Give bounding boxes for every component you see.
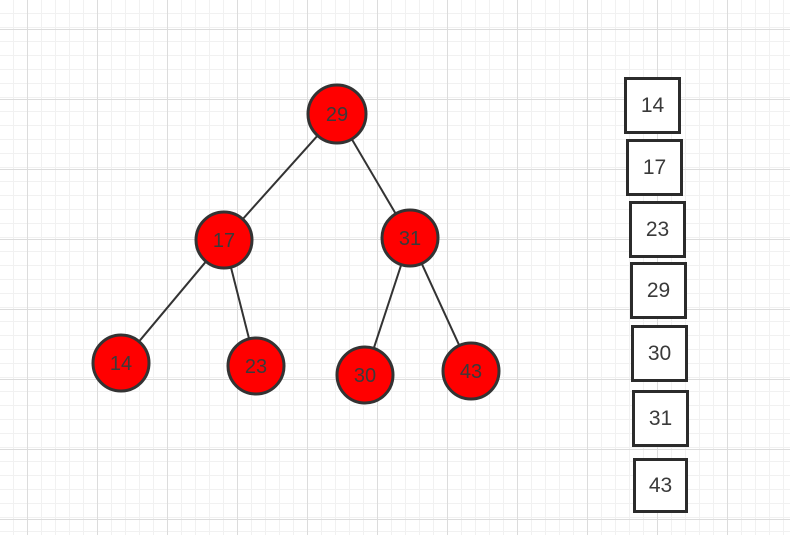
tree-node-label-29: 29 (326, 104, 348, 126)
tree-edge-n17-n23 (229, 265, 251, 341)
tree-node-label-14: 14 (110, 353, 132, 375)
tree-node-circle-29[interactable] (306, 83, 368, 145)
tree-node-label-31: 31 (399, 228, 421, 250)
array-box-30[interactable]: 30 (631, 325, 688, 382)
tree-node-circle-43[interactable] (441, 341, 501, 401)
tree-node-43[interactable]: 43 (441, 341, 501, 401)
tree-edge-n31-n43 (420, 262, 461, 347)
tree-node-circle-23[interactable] (226, 336, 286, 396)
tree-node-29[interactable]: 29 (306, 83, 368, 145)
tree-node-31[interactable]: 31 (380, 208, 440, 268)
tree-node-label-30: 30 (354, 365, 376, 387)
tree-node-circle-30[interactable] (335, 345, 395, 405)
array-box-label: 31 (648, 406, 673, 430)
tree-edge-n17-n14 (137, 260, 208, 343)
tree-nodes-group: 29 17 31 14 23 30 43 (91, 83, 501, 405)
tree-node-label-17: 17 (213, 230, 235, 252)
tree-node-23[interactable]: 23 (226, 336, 286, 396)
tree-node-label-23: 23 (245, 356, 267, 378)
array-box-label: 29 (646, 278, 671, 302)
tree-edge-n29-n31 (350, 137, 398, 216)
tree-node-label-43: 43 (460, 361, 482, 383)
tree-edges-group (137, 134, 461, 350)
array-box-label: 30 (647, 341, 672, 365)
array-box-label: 23 (645, 217, 670, 241)
array-box-29[interactable]: 29 (630, 262, 687, 319)
tree-node-17[interactable]: 17 (194, 210, 254, 270)
tree-edge-n31-n30 (372, 263, 403, 350)
array-box-label: 14 (640, 93, 665, 117)
tree-node-30[interactable]: 30 (335, 345, 395, 405)
array-box-label: 43 (648, 473, 673, 497)
array-box-23[interactable]: 23 (629, 201, 686, 258)
tree-edge-n29-n17 (241, 134, 320, 221)
tree-node-14[interactable]: 14 (91, 333, 151, 393)
array-box-17[interactable]: 17 (626, 139, 683, 196)
tree-node-circle-17[interactable] (194, 210, 254, 270)
array-box-label: 17 (642, 155, 667, 179)
tree-node-circle-31[interactable] (380, 208, 440, 268)
tree-node-circle-14[interactable] (91, 333, 151, 393)
array-box-43[interactable]: 43 (633, 458, 688, 513)
array-box-14[interactable]: 14 (624, 77, 681, 134)
array-box-31[interactable]: 31 (632, 390, 689, 447)
